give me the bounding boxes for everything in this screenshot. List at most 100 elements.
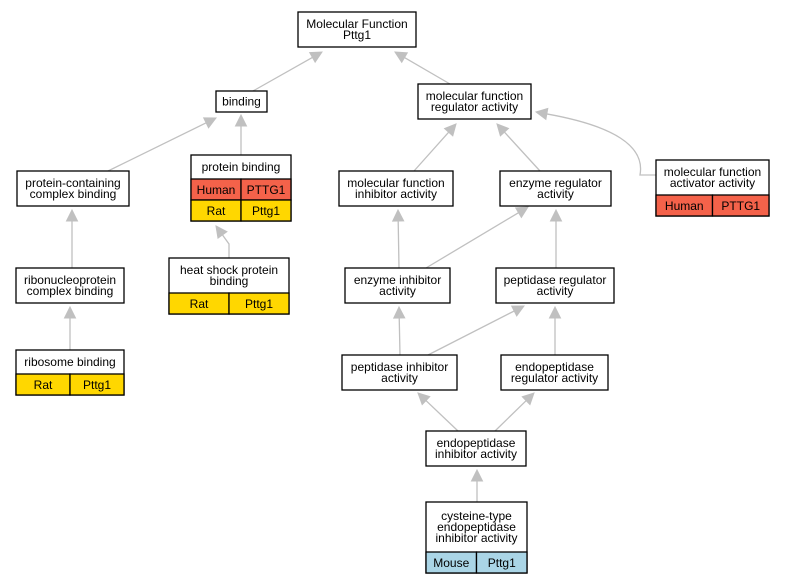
arrowhead [470, 468, 484, 482]
term-label-line: Pttg1 [343, 28, 371, 42]
edge-line [398, 317, 401, 356]
edge-ctepia-to-epia [470, 468, 484, 502]
edge-line [413, 131, 450, 172]
edge-binding-to-mf_pttg1 [252, 51, 323, 92]
edge-line [425, 400, 459, 432]
species-label: Rat [34, 378, 53, 392]
arrowhead [510, 305, 525, 317]
edge-line [546, 113, 656, 176]
term-label-line: Molecular Function [306, 17, 407, 31]
arrowhead [234, 113, 248, 127]
node-box [417, 83, 532, 120]
node-box [338, 170, 454, 207]
arrowhead [534, 107, 549, 121]
term-label-line: inhibitor activity [435, 531, 517, 545]
node-box [499, 170, 612, 207]
gene-label[interactable]: Pttg1 [245, 297, 273, 311]
edge-mfra-to-mf_pttg1 [394, 51, 451, 85]
node-box [425, 430, 527, 467]
node-box [344, 267, 451, 304]
gene-label[interactable]: PTTG1 [247, 183, 286, 197]
term-label-line: inhibitor activity [435, 447, 517, 461]
edge-line [503, 131, 541, 172]
term-label-line: molecular function [347, 176, 444, 190]
edge-mfaa-to-mfra [534, 107, 656, 176]
edge-pcb-to-binding [107, 117, 218, 172]
gene-label[interactable]: Pttg1 [83, 378, 111, 392]
edge-epra-to-pra [548, 305, 562, 355]
term-label-line: activity [379, 284, 416, 298]
gene-label[interactable]: Pttg1 [488, 556, 516, 570]
arrowhead [514, 206, 529, 219]
edge-line [404, 56, 451, 85]
gene-label[interactable]: PTTG1 [721, 199, 760, 213]
arrowhead [548, 305, 562, 319]
arrowhead [417, 392, 431, 406]
gene-cell [228, 292, 290, 315]
term-label-line: binding [210, 274, 249, 288]
edge-epia-to-pia [417, 392, 459, 432]
edge-pia-to-eia [392, 305, 406, 356]
arrowhead [549, 208, 563, 222]
edge-epia-to-epra [494, 392, 535, 432]
edge-hspb-to-pb [215, 225, 230, 258]
arrowhead [521, 392, 535, 406]
gene-cell [69, 373, 125, 396]
arrowhead [215, 225, 228, 240]
term-label-line: endopeptidase [437, 436, 516, 450]
node-box [341, 354, 458, 391]
term-label-line: peptidase inhibitor [351, 360, 448, 374]
term-label-line: regulator activity [511, 371, 598, 385]
term-label-line: heat shock protein [180, 263, 278, 277]
term-label-line: complex binding [30, 187, 117, 201]
arrowhead [391, 208, 405, 222]
edge-pia-to-pra [427, 305, 525, 356]
edge-rcb-to-pcb [65, 208, 79, 268]
term-label-line: peptidase regulator [504, 273, 607, 287]
edge-pra-to-era [549, 208, 563, 268]
species-label: Human [665, 199, 704, 213]
edge-line [425, 212, 519, 269]
term-label-line: activity [381, 371, 418, 385]
edge-line [107, 122, 207, 172]
term-label-line: ribosome binding [24, 355, 115, 369]
term-label-line: ribonucleoprotein [24, 273, 116, 287]
arrowhead [394, 51, 409, 64]
gene-label[interactable]: Pttg1 [252, 204, 280, 218]
term-label-line: protein-containing [25, 176, 120, 190]
node-box [495, 267, 615, 304]
arrowhead [496, 123, 510, 137]
edge-mfia-to-mfra [413, 123, 457, 172]
term-label-line: complex binding [27, 284, 114, 298]
edges-layer [63, 51, 656, 502]
term-label-line: inhibitor activity [355, 187, 437, 201]
term-label-line: cysteine-type [441, 509, 512, 523]
term-label-line: enzyme inhibitor [354, 273, 441, 287]
arrowhead [392, 305, 406, 319]
term-node-binding[interactable]: binding [215, 90, 268, 113]
term-label-line: enzyme regulator [509, 176, 602, 190]
edge-eia-to-era [425, 206, 529, 269]
term-label-line: protein binding [202, 160, 281, 174]
term-label-line: activator activity [670, 176, 755, 190]
edge-line [427, 310, 515, 356]
edge-eia-to-mfia [391, 208, 405, 269]
arrowhead [202, 117, 218, 129]
